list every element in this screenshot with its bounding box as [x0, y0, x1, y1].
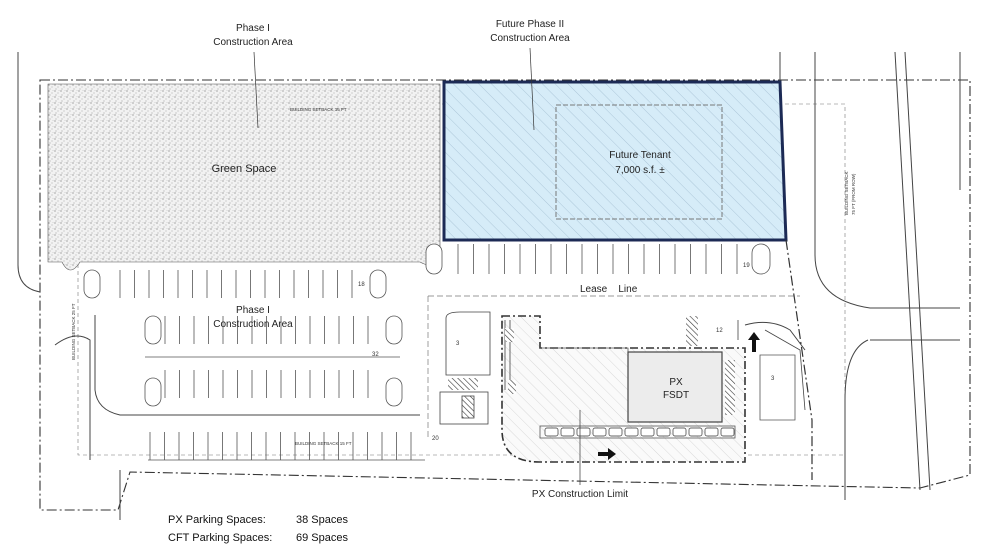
parking-islands — [83, 243, 771, 407]
lease-line — [427, 295, 800, 440]
car-shape — [560, 427, 575, 437]
left-structure — [439, 311, 806, 425]
setback-right-label-1: BUILDING SETBACK — [844, 171, 849, 215]
leader-lines — [253, 47, 581, 485]
legend-px-value: 38 Spaces — [296, 514, 348, 526]
stall-count-18: 18 — [358, 282, 365, 288]
road-left — [17, 52, 420, 520]
car-shape — [656, 427, 671, 437]
stall-count-12: 12 — [716, 328, 723, 334]
car-shape — [672, 427, 687, 437]
px-construction-area — [448, 315, 746, 463]
legend-cft-value: 69 Spaces — [296, 532, 348, 544]
phase2-label-1: Future Phase II — [496, 19, 564, 30]
px-fsdt-building — [627, 351, 723, 423]
car-shape — [592, 427, 607, 437]
phase1-top-label-2: Construction Area — [213, 37, 293, 48]
car-shape — [608, 427, 623, 437]
green-space-label: Green Space — [212, 163, 277, 175]
legend-row-cft: CFT Parking Spaces: 69 Spaces — [168, 532, 348, 544]
phase1-mid-label-2: Construction Area — [213, 319, 293, 330]
lease-line-label: Lease Line — [580, 284, 638, 295]
setback-bottom-label: BUILDING SETBACK 15 FT — [295, 441, 352, 446]
phase1-mid-label-1: Phase I — [236, 305, 270, 316]
stall-count-19: 19 — [743, 263, 750, 269]
car-shape — [576, 427, 591, 437]
car-shape — [704, 427, 719, 437]
stall-count-20: 20 — [432, 436, 439, 442]
px-label: PX — [669, 377, 683, 388]
phase2-area — [442, 80, 788, 242]
phase1-top-label-1: Phase I — [236, 23, 270, 34]
setback-right-label-2: 75 FT (FROM ROW) — [851, 173, 856, 215]
setback-left-label: BUILDING SETBACK 25 FT — [71, 303, 76, 360]
future-tenant-area: 7,000 s.f. ± — [615, 165, 665, 176]
arrow-up-icon — [748, 332, 760, 352]
car-shape — [544, 427, 559, 437]
green-space-area — [47, 83, 441, 271]
stall-count-3b: 3 — [771, 376, 775, 382]
future-tenant-label: Future Tenant — [609, 150, 671, 161]
property-line — [39, 79, 971, 511]
setback-top-label: BUILDING SETBACK 15 FT — [290, 107, 347, 112]
car-shape — [688, 427, 703, 437]
car-shape — [640, 427, 655, 437]
legend-cft-label: CFT Parking Spaces: — [168, 532, 273, 544]
arrow-right-icon — [598, 448, 616, 460]
legend-px-label: PX Parking Spaces: — [168, 514, 266, 526]
right-drive-lane — [759, 354, 796, 421]
fsdt-label: FSDT — [663, 390, 689, 401]
px-construction-limit-label: PX Construction Limit — [532, 489, 628, 500]
parking-stalls — [119, 244, 738, 461]
legend-row-px: PX Parking Spaces: 38 Spaces — [168, 514, 348, 526]
phase2-label-2: Construction Area — [490, 33, 570, 44]
car-shape — [624, 427, 639, 437]
stall-count-3a: 3 — [456, 341, 460, 347]
row-line — [785, 239, 813, 480]
stall-count-32: 32 — [372, 352, 379, 358]
car-shape — [720, 427, 735, 437]
